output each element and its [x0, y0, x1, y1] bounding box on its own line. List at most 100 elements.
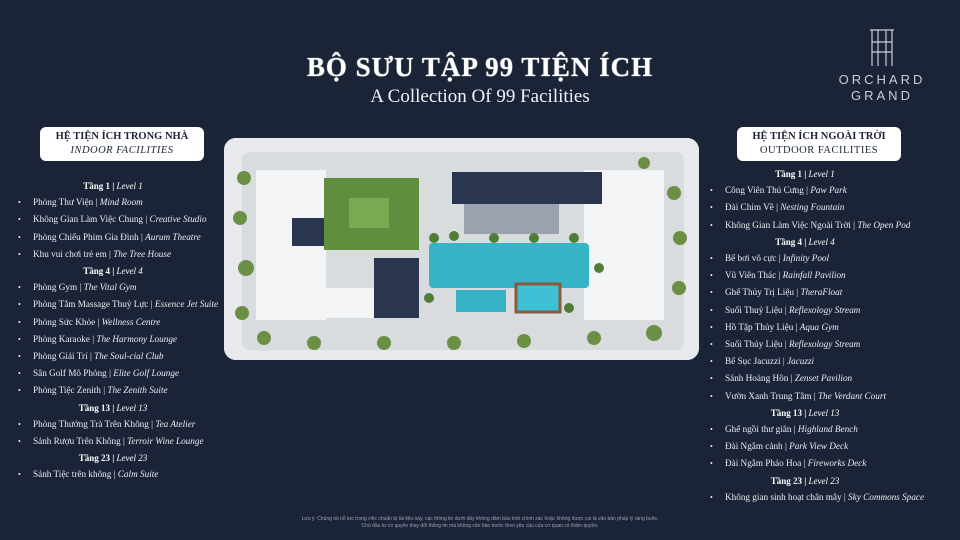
separator: | [109, 248, 111, 259]
facility-name-vn: Phòng Karaoke [33, 333, 90, 344]
facility-name-en: Sky Commons Space [848, 491, 925, 502]
list-item: •Ghế Thủy Trị Liệu | TheraFloat [710, 284, 950, 301]
list-item: • Đài Ngắm Pháo Hoa | Fireworks Deck [710, 455, 950, 472]
facility-name-en: Reflexology Stream [788, 304, 861, 315]
facility-name-vn: Phòng Tắm Massage Thuỷ Lực [33, 299, 149, 310]
facility-name-en: Fireworks Deck [807, 458, 867, 469]
bullet-icon: • [18, 334, 21, 344]
level-heading: Tầng 1 | Level 1 [710, 166, 900, 182]
separator: | [784, 339, 787, 350]
level-label-vn: Tầng 23 [770, 475, 803, 486]
bullet-icon: • [710, 442, 713, 452]
facility-name-vn: Sảnh Hoàng Hôn [725, 373, 789, 384]
facility-name-vn: Đài Ngắm Pháo Hoa [725, 458, 802, 469]
bullet-icon: • [710, 340, 713, 350]
bullet-icon: • [710, 459, 713, 469]
list-item: •Không Gian Làm Việc Chung | Creative St… [18, 211, 258, 228]
facility-name-en: Essence Jet Suite [154, 299, 219, 310]
facility-name-vn: Đài Ngắm cảnh [725, 441, 783, 452]
bullet-icon: • [18, 470, 21, 480]
footnote-line2: Chủ đầu tư có quyền thay đổi thông tin m… [361, 523, 599, 529]
level-label-vn: Tầng 13 [78, 402, 111, 413]
level-label-vn: Tầng 1 [775, 169, 803, 179]
facility-name-en: Jacuzzi [787, 356, 815, 367]
separator: | [112, 266, 115, 277]
separator: | [795, 321, 798, 332]
level-heading: Tầng 13 | Level 13 [710, 405, 900, 421]
facility-name-en: Zenset Pavilion [794, 373, 853, 384]
list-item: •Khu vui chơi trẻ em | The Tree House [18, 246, 258, 263]
facility-name-en: Calm Suite [117, 469, 159, 480]
separator: | [813, 390, 816, 401]
facility-name-en: Tea Atelier [155, 418, 196, 429]
list-item: •Đài Chim Về | Nesting Fountain [710, 199, 950, 216]
facility-name-en: Nesting Fountain [780, 202, 845, 213]
separator: | [92, 333, 95, 344]
list-item: •Suối Thuỷ Liệu | Reflexology Stream [710, 302, 950, 319]
facility-name-vn: Phòng Tiệc Zenith [33, 385, 101, 396]
facility-name-en: Park View Deck [789, 441, 849, 452]
list-item: •Phòng Gym | The Vital Gym [18, 279, 258, 296]
level-label-en: Level 4 [116, 266, 143, 277]
outdoor-facilities-heading: HỆ TIỆN ÍCH NGOÀI TRỜI OUTDOOR FACILITIE… [737, 127, 901, 161]
bullet-icon: • [710, 492, 713, 502]
list-item: •Đài Ngắm cảnh | Park View Deck [710, 438, 950, 455]
facility-name-en: Aurum Theatre [145, 231, 201, 242]
page-title: BỘ SƯU TẬP 99 TIỆN ÍCH [306, 52, 654, 82]
facility-name-vn: Sảnh Tiệc trên không [33, 469, 112, 480]
bullet-icon: • [710, 288, 713, 298]
bullet-icon: • [710, 374, 713, 384]
site-master-plan [224, 138, 699, 360]
separator: | [150, 299, 153, 310]
facility-name-en: The Zenith Suite [107, 385, 168, 396]
separator: | [790, 373, 793, 384]
bullet-icon: • [18, 215, 21, 225]
facility-name-vn: Vũ Viên Thác [725, 270, 777, 281]
level-label-vn: Tầng 13 [770, 407, 803, 418]
bullet-icon: • [18, 283, 21, 293]
bullet-icon: • [18, 317, 21, 327]
list-item: •Sảnh Tiệc trên không | Calm Suite [18, 466, 258, 483]
facility-name-vn: Suối Thủy Liệu [725, 339, 783, 350]
level-heading: Tầng 13 | Level 13 [18, 400, 208, 416]
facility-name-vn: Đài Chim Về [725, 202, 774, 213]
level-label-en: Level 4 [808, 236, 835, 247]
level-label-vn: Tầng 23 [78, 453, 111, 464]
facility-name-en: Mind Room [99, 197, 143, 208]
facility-name-vn: Vườn Xanh Trung Tâm [725, 390, 812, 401]
facility-name-vn: Phòng Chiếu Phim Gia Đình [33, 231, 139, 242]
separator: | [123, 436, 125, 447]
separator: | [97, 316, 100, 327]
separator: | [843, 491, 846, 502]
facility-name-vn: Không Gian Làm Việc Ngoài Trời [725, 219, 851, 230]
level-label-en: Level 23 [116, 453, 148, 464]
bullet-icon: • [18, 437, 21, 447]
separator: | [151, 418, 154, 429]
bullet-icon: • [710, 425, 713, 435]
indoor-title-en: INDOOR FACILITIES [70, 145, 174, 156]
level-label-vn: Tầng 1 [83, 181, 111, 191]
facility-name-en: TheraFloat [800, 287, 843, 298]
facility-name-vn: Bể Sục Jacuzzi [725, 356, 781, 367]
bullet-icon: • [710, 220, 713, 230]
level-label-vn: Tầng 4 [775, 236, 803, 247]
facility-name-vn: Phòng Gym [33, 282, 78, 293]
separator: | [140, 231, 143, 242]
separator: | [803, 458, 806, 469]
separator: | [112, 181, 115, 191]
bullet-icon: • [18, 386, 21, 396]
list-item: •Phòng Chiếu Phim Gia Đình | Aurum Theat… [18, 229, 258, 246]
level-heading: Tầng 23 | Level 23 [710, 473, 900, 489]
separator: | [103, 385, 106, 396]
separator: | [778, 270, 781, 281]
facility-name-vn: Phòng Giải Trí [33, 351, 88, 362]
indoor-facility-list: Tầng 1 | Level 1•Phòng Thư Viện | Mind R… [18, 178, 258, 484]
facility-name-en: Elite Golf Lounge [113, 368, 180, 379]
separator: | [796, 287, 799, 298]
facility-name-en: Rainfall Pavilion [782, 270, 846, 281]
list-item: •Sân Golf Mô Phỏng | Elite Golf Lounge [18, 365, 258, 382]
separator: | [804, 475, 807, 486]
bullet-icon: • [710, 322, 713, 332]
list-item: •Suối Thủy Liệu | Reflexology Stream [710, 336, 950, 353]
bullet-icon: • [18, 419, 21, 429]
